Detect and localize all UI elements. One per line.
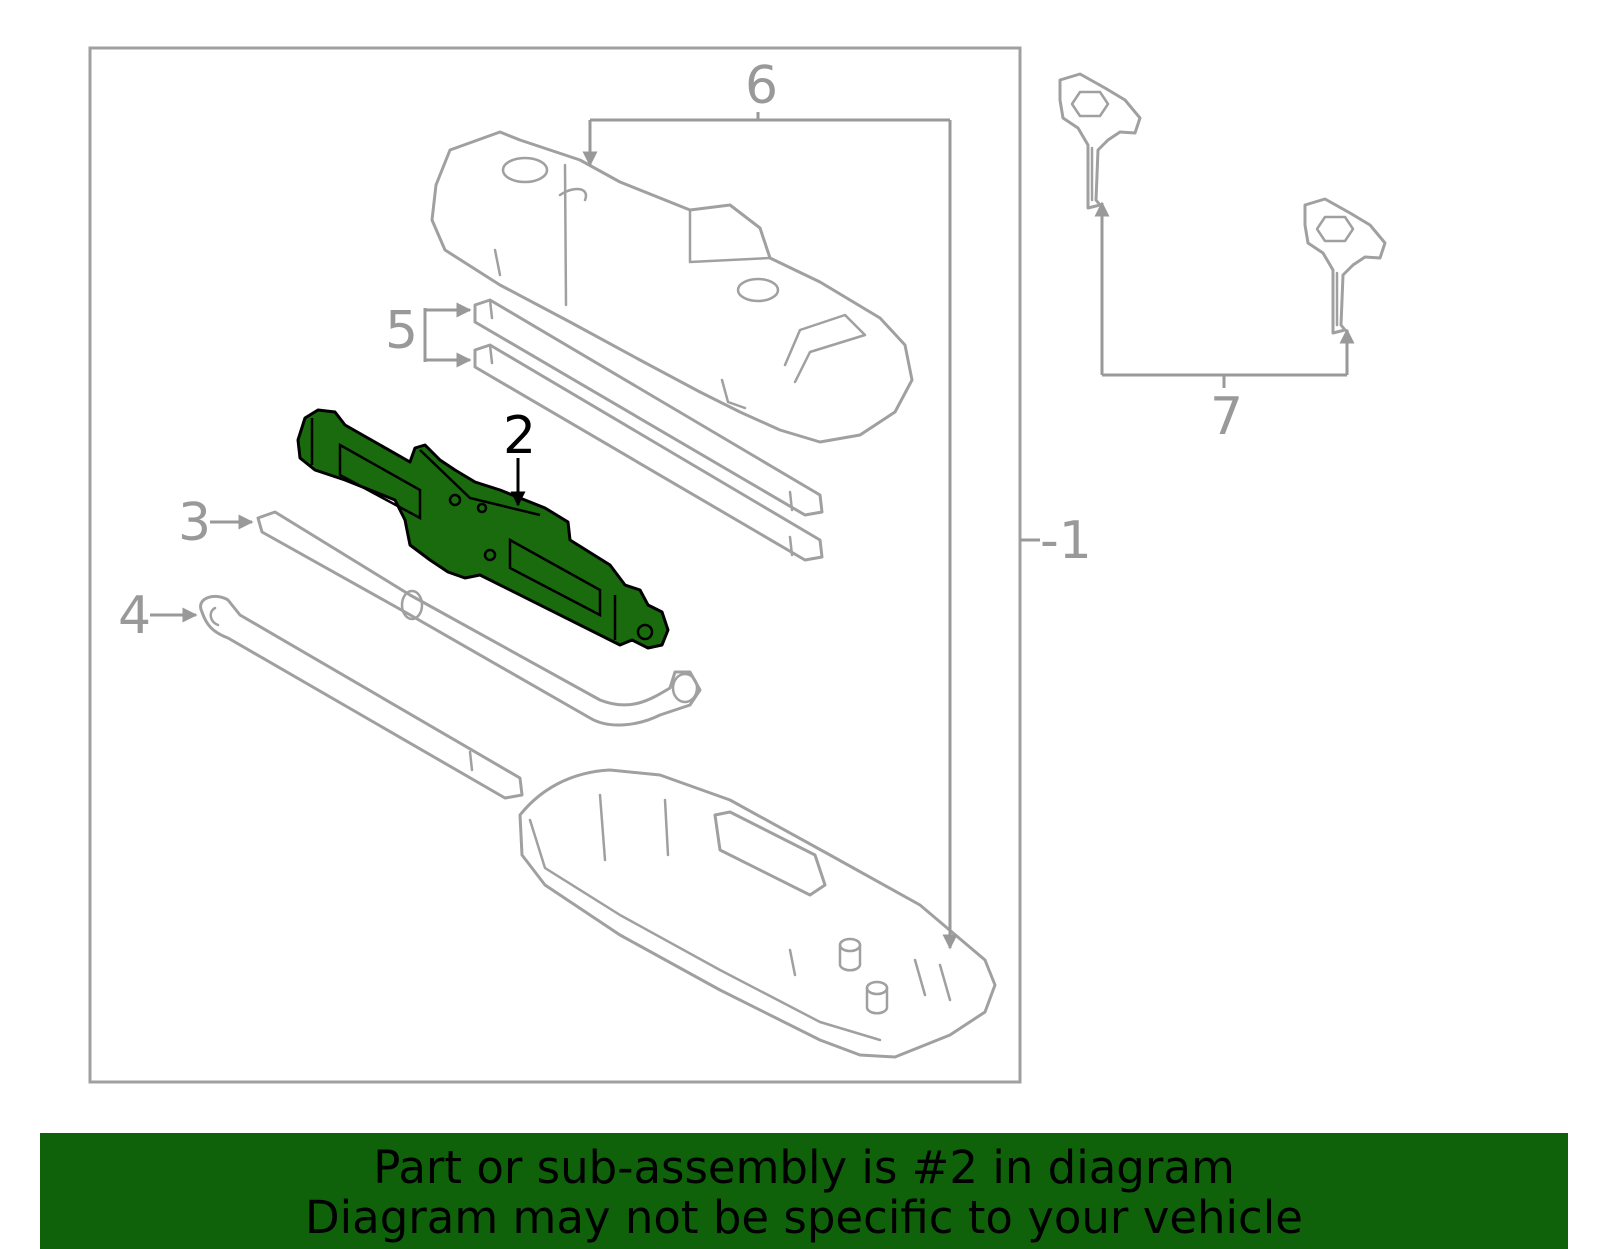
info-banner: Part or sub-assembly is #2 in diagram Di… [40, 1133, 1568, 1249]
callout-6: 6 [745, 56, 778, 116]
jack-handle [199, 595, 524, 800]
callout-1: -1 [1040, 511, 1092, 571]
callout-4: 4 [118, 586, 151, 646]
wing-bolt-lower [1303, 197, 1387, 335]
banner-line-disclaimer: Diagram may not be specific to your vehi… [305, 1191, 1303, 1244]
leaders [150, 112, 1355, 950]
parts-diagram: -1 2 3 4 5 6 7 [88, 46, 1387, 1084]
callout-5: 5 [385, 301, 418, 361]
callout-2: 2 [503, 406, 536, 466]
assembly-frame [88, 46, 1022, 1084]
extension-bars [473, 298, 824, 562]
wing-bolt-upper [1058, 72, 1142, 210]
banner-line-part: Part or sub-assembly is #2 in diagram [373, 1141, 1235, 1194]
scissor-jack [296, 408, 670, 650]
lug-wrench [256, 510, 702, 727]
jack-storage-cover [430, 130, 914, 444]
callout-7: 7 [1210, 387, 1243, 447]
jack-storage-tray [518, 768, 997, 1059]
callout-3: 3 [178, 493, 211, 553]
